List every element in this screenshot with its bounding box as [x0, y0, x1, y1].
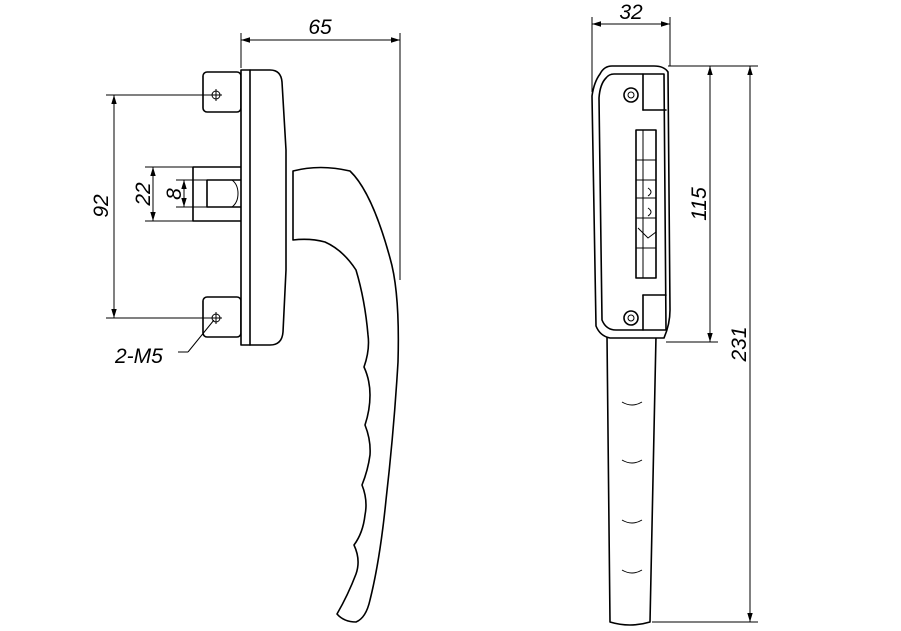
dimension-32: 32 [591, 1, 671, 92]
dim-label-92: 92 [90, 194, 113, 218]
dim-label-65: 65 [308, 16, 332, 39]
dim-label-32: 32 [619, 1, 643, 24]
thread-callout: 2-M5 [114, 319, 215, 368]
front-screw-top [623, 87, 639, 103]
dimension-92: 92 [90, 94, 210, 319]
front-base [591, 65, 671, 339]
front-view: 32 115 231 [591, 1, 758, 626]
dimension-115: 115 [666, 65, 718, 343]
spindle-slot [192, 166, 242, 222]
dimension-8: 8 [163, 179, 207, 208]
dim-label-22: 22 [132, 182, 155, 207]
handle-base [240, 69, 287, 346]
handle-grip [606, 335, 657, 626]
front-screw-bottom [623, 310, 639, 326]
lever-arm [292, 166, 400, 623]
cam-mechanism [635, 129, 657, 279]
dim-label-231: 231 [728, 326, 751, 362]
top-mounting-lug [202, 71, 242, 113]
dimension-22: 22 [132, 166, 193, 222]
side-view: 65 92 22 8 2-M5 [90, 16, 401, 623]
dimension-231: 231 [652, 65, 758, 623]
dimension-65: 65 [240, 16, 401, 280]
dim-label-115: 115 [688, 187, 711, 221]
bottom-mounting-lug [202, 296, 242, 338]
thread-label: 2-M5 [114, 345, 163, 368]
dim-label-8: 8 [163, 188, 186, 200]
